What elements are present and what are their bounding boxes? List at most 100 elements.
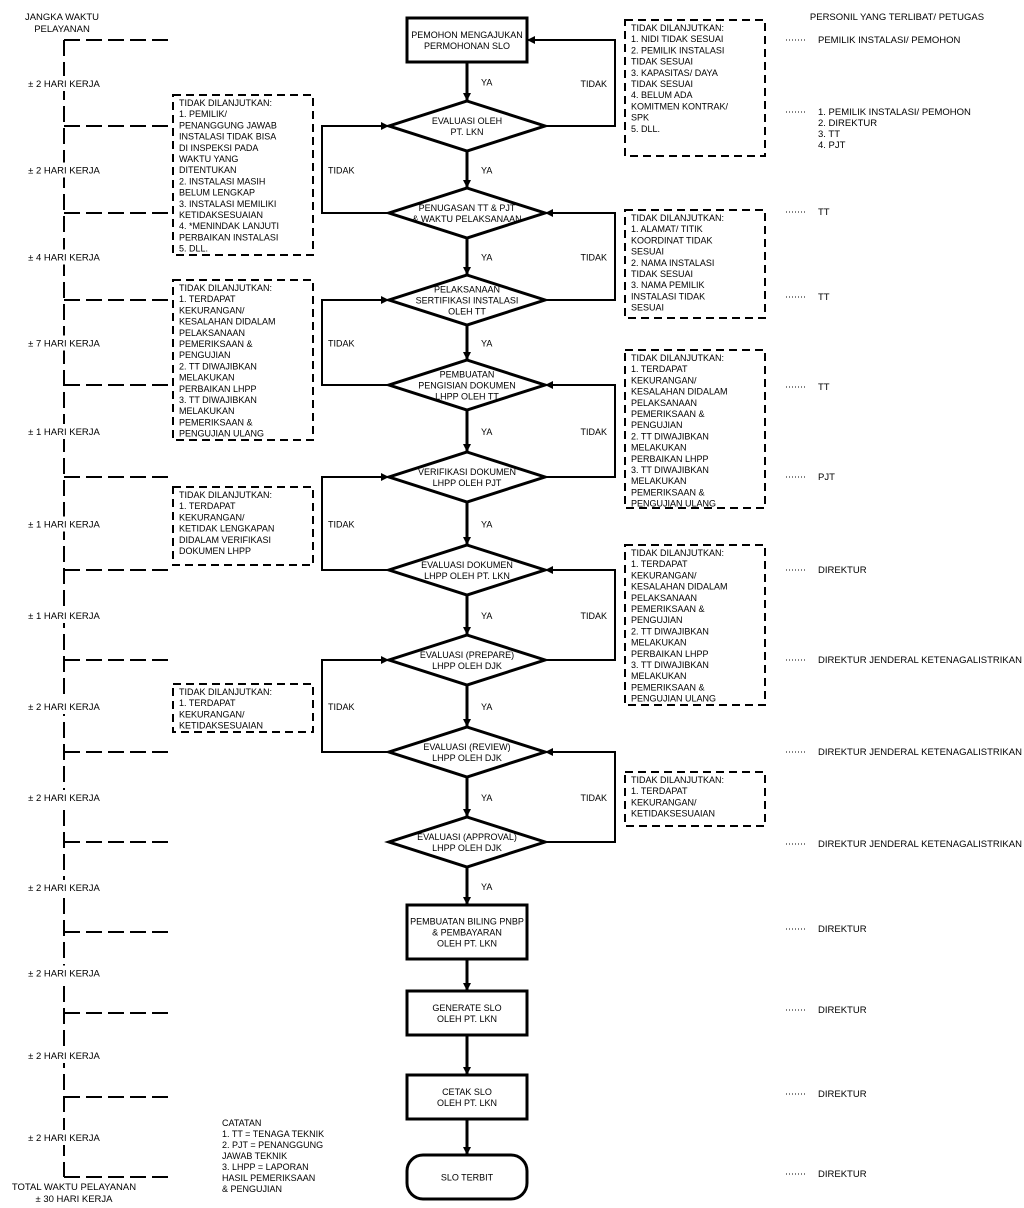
time-label-bg [8,880,108,895]
flow-node-n3: PENUGASAN TT & PJT& WAKTU PELAKSANAAN [384,186,550,240]
personnel-text: PEMILIK INSTALASI/ PEMOHON [818,35,960,46]
flow-node-label: EVALUASI (PREPARE) [420,650,514,660]
note-box [624,349,766,509]
personnel-entry-p5: TT [786,382,830,393]
no-loop-right [545,381,616,478]
flow-node-label: PERMOHONAN SLO [424,41,510,51]
no-label: TIDAK [580,253,607,263]
flow-node-label: LHPP OLEH PJT [433,478,502,488]
flow-node-label: CETAK SLO [442,1087,492,1097]
note-text: 2. INSTALASI MASIH [179,176,265,186]
note-text: 2. TT DIWAJIBKAN [631,431,709,441]
note-box [172,683,314,733]
flow-node-label: EVALUASI (APPROVAL) [417,832,517,842]
note-text: INSTALASI TIDAK BISA [179,132,276,142]
process-box [405,903,529,961]
flow-node-label: & PEMBAYARAN [432,928,502,938]
note-text: 1. TERDAPAT [631,786,688,796]
personnel-text: DIREKTUR [818,924,867,935]
no-loop-right [545,748,616,843]
time-label: ± 2 HARI KERJA [28,793,100,804]
personnel-text: 4. PJT [818,140,846,151]
flow-node-label: OLEH PT. LKN [437,1098,497,1108]
yes-label: YA [481,166,492,176]
personnel-text: TT [818,382,830,393]
note-l1: TIDAK DILANJUTKAN:1. PEMILIK/ PENANGGUNG… [172,94,314,256]
personnel-text: TT [818,207,830,218]
personnel-text: 1. PEMILIK INSTALASI/ PEMOHON [818,107,971,118]
flow-node-label: GENERATE SLO [432,1003,501,1013]
note-text: PELAKSANAAN [631,398,697,408]
flow-node-label: SERTIFIKASI INSTALASI [416,296,519,306]
time-label: ± 4 HARI KERJA [28,253,100,264]
personnel-entry-p3: TT [786,207,830,218]
time-label-bg [8,1130,108,1145]
note-box [624,771,766,827]
note-r1: TIDAK DILANJUTKAN:1. NIDI TIDAK SESUAI2.… [624,19,766,157]
flow-node-label: EVALUASI OLEH [432,116,502,126]
flow-node-n8: EVALUASI (PREPARE)LHPP OLEH DJK [384,633,550,687]
note-text: TIDAK DILANJUTKAN: [179,490,272,500]
note-text: 2. TT DIWAJIBKAN [179,361,257,371]
time-label: ± 1 HARI KERJA [28,520,100,531]
note-box [172,94,314,256]
note-text: KETIDAKSESUAIAN [179,210,263,220]
yes-label: YA [481,611,492,621]
note-text: 1. PEMILIK/ [179,109,228,119]
rejection-notes: TIDAK DILANJUTKAN:1. NIDI TIDAK SESUAI2.… [172,19,766,827]
note-text: PENGUJIAN [631,615,683,625]
note-text: PERBAIKAN LHPP [631,649,709,659]
decision-diamond [384,358,550,412]
note-text: BELUM LENGKAP [179,188,255,198]
catatan-text: 1. TT = TENAGA TEKNIK [222,1129,324,1139]
personnel-text: DIREKTUR JENDERAL KETENAGALISTRIKAN [818,655,1022,666]
note-box [624,544,766,706]
catatan-text: JAWAB TEKNIK [222,1151,287,1161]
note-text: TIDAK DILANJUTKAN: [179,283,272,293]
process-box [405,989,529,1037]
yes-label: YA [481,793,492,803]
note-text: KEKURANGAN/ [179,709,245,719]
personnel-text: PJT [818,472,835,483]
time-label: ± 2 HARI KERJA [28,79,100,90]
flow-node-label: LHPP OLEH DJK [432,843,502,853]
yes-label: YA [481,882,492,892]
no-label: TIDAK [580,611,607,621]
note-box [172,279,314,441]
note-text: KEKURANGAN/ [631,375,697,385]
decision-diamond [384,450,550,504]
note-text: MELAKUKAN [631,443,687,453]
header-left-line2: PELAYANAN [34,24,90,35]
note-text: PENANGGUNG JAWAB [179,120,277,130]
time-label: ± 7 HARI KERJA [28,339,100,350]
time-label: ± 2 HARI KERJA [28,702,100,713]
note-text: PENGUJIAN [631,420,683,430]
note-text: TIDAK DILANJUTKAN: [631,548,724,558]
note-text: KEKURANGAN/ [179,305,245,315]
yes-label: YA [481,520,492,530]
time-label: ± 2 HARI KERJA [28,969,100,980]
note-text: PELAKSANAAN [179,328,245,338]
note-text: KOMITMEN KONTRAK/ [631,101,729,111]
no-label: TIDAK [580,79,607,89]
note-text: MELAKUKAN [631,638,687,648]
time-label: ± 2 HARI KERJA [28,166,100,177]
flow-node-label: OLEH TT [448,307,486,317]
note-text: KETIDAK LENGKAPAN [179,524,274,534]
catatan-text: 2. PJT = PENANGGUNG [222,1140,323,1150]
time-label-bg [8,76,108,91]
personnel-entry-p9: DIREKTUR JENDERAL KETENAGALISTRIKAN [786,747,1022,758]
note-text: PEMERIKSAAN & [631,604,705,614]
personnel-entry-p4: TT [786,292,830,303]
flow-node-label: LHPP OLEH TT [435,392,499,402]
flow-node-n9: EVALUASI (REVIEW)LHPP OLEH DJK [384,725,550,779]
catatan-text: CATATAN [222,1118,261,1128]
